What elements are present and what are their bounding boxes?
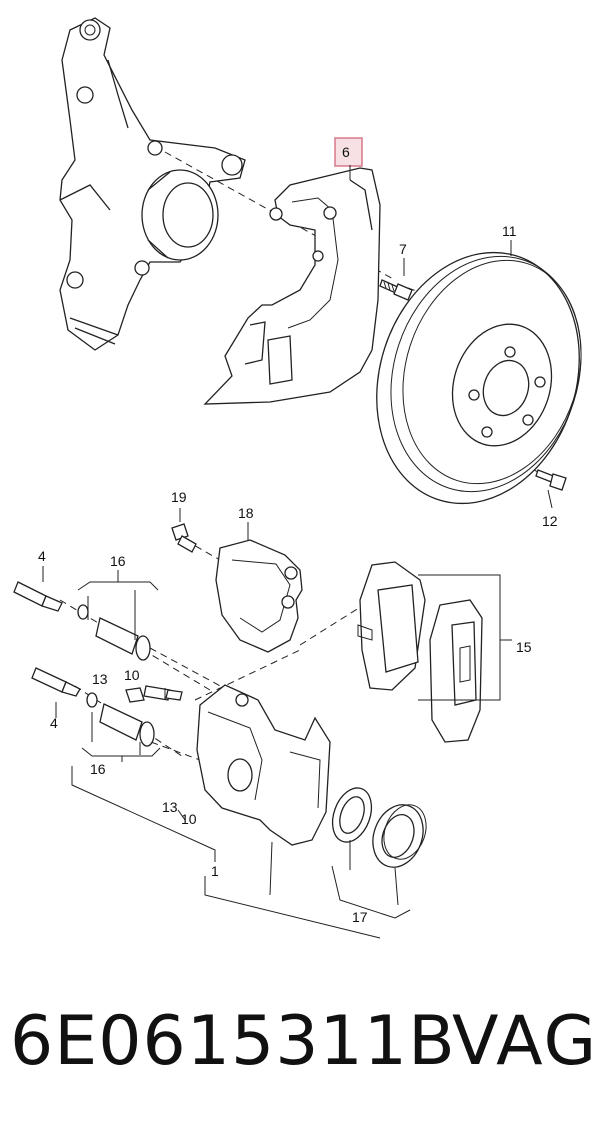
steering-knuckle — [59, 17, 246, 351]
callout-16-top: 16 — [110, 553, 126, 569]
bolt-7 — [379, 279, 413, 301]
callout-18: 18 — [238, 505, 254, 521]
guide-pins — [13, 581, 155, 747]
callout-19: 19 — [171, 489, 187, 505]
cap-and-bleed-screw — [125, 685, 183, 703]
part-number: 6E0615311B — [10, 1002, 456, 1081]
callout-1: 1 — [211, 863, 219, 879]
piston-seals — [331, 787, 427, 868]
splash-shield — [203, 167, 381, 405]
callout-4-bottom: 4 — [50, 715, 58, 731]
brand-name: VAG — [452, 1002, 599, 1081]
callout-11: 11 — [502, 223, 517, 239]
callout-6: 6 — [342, 144, 350, 160]
callout-16-bottom: 16 — [90, 761, 106, 777]
callout-13-bottom: 13 — [162, 799, 178, 815]
bolt-19 — [171, 523, 197, 553]
caliper-carrier — [215, 539, 303, 653]
callout-10-top: 10 — [124, 667, 140, 683]
callout-15: 15 — [516, 639, 532, 655]
callout-13-top: 13 — [92, 671, 108, 687]
callout-12: 12 — [542, 513, 558, 529]
callout-7: 7 — [399, 241, 407, 257]
highlight-box — [334, 137, 363, 167]
leader-lines — [42, 165, 553, 939]
screw-12 — [535, 469, 567, 491]
brake-pads — [357, 561, 483, 743]
callout-4-top: 4 — [38, 548, 46, 564]
callout-10-bottom: 10 — [181, 811, 197, 827]
callout-labels: 6 7 11 12 19 18 4 16 15 13 10 4 16 13 10… — [38, 144, 558, 925]
callout-17: 17 — [352, 909, 368, 925]
brake-exploded-diagram: 6 7 11 12 19 18 4 16 15 13 10 4 16 13 10… — [13, 17, 582, 939]
brake-disc — [376, 251, 582, 505]
caliper-housing — [196, 684, 331, 846]
